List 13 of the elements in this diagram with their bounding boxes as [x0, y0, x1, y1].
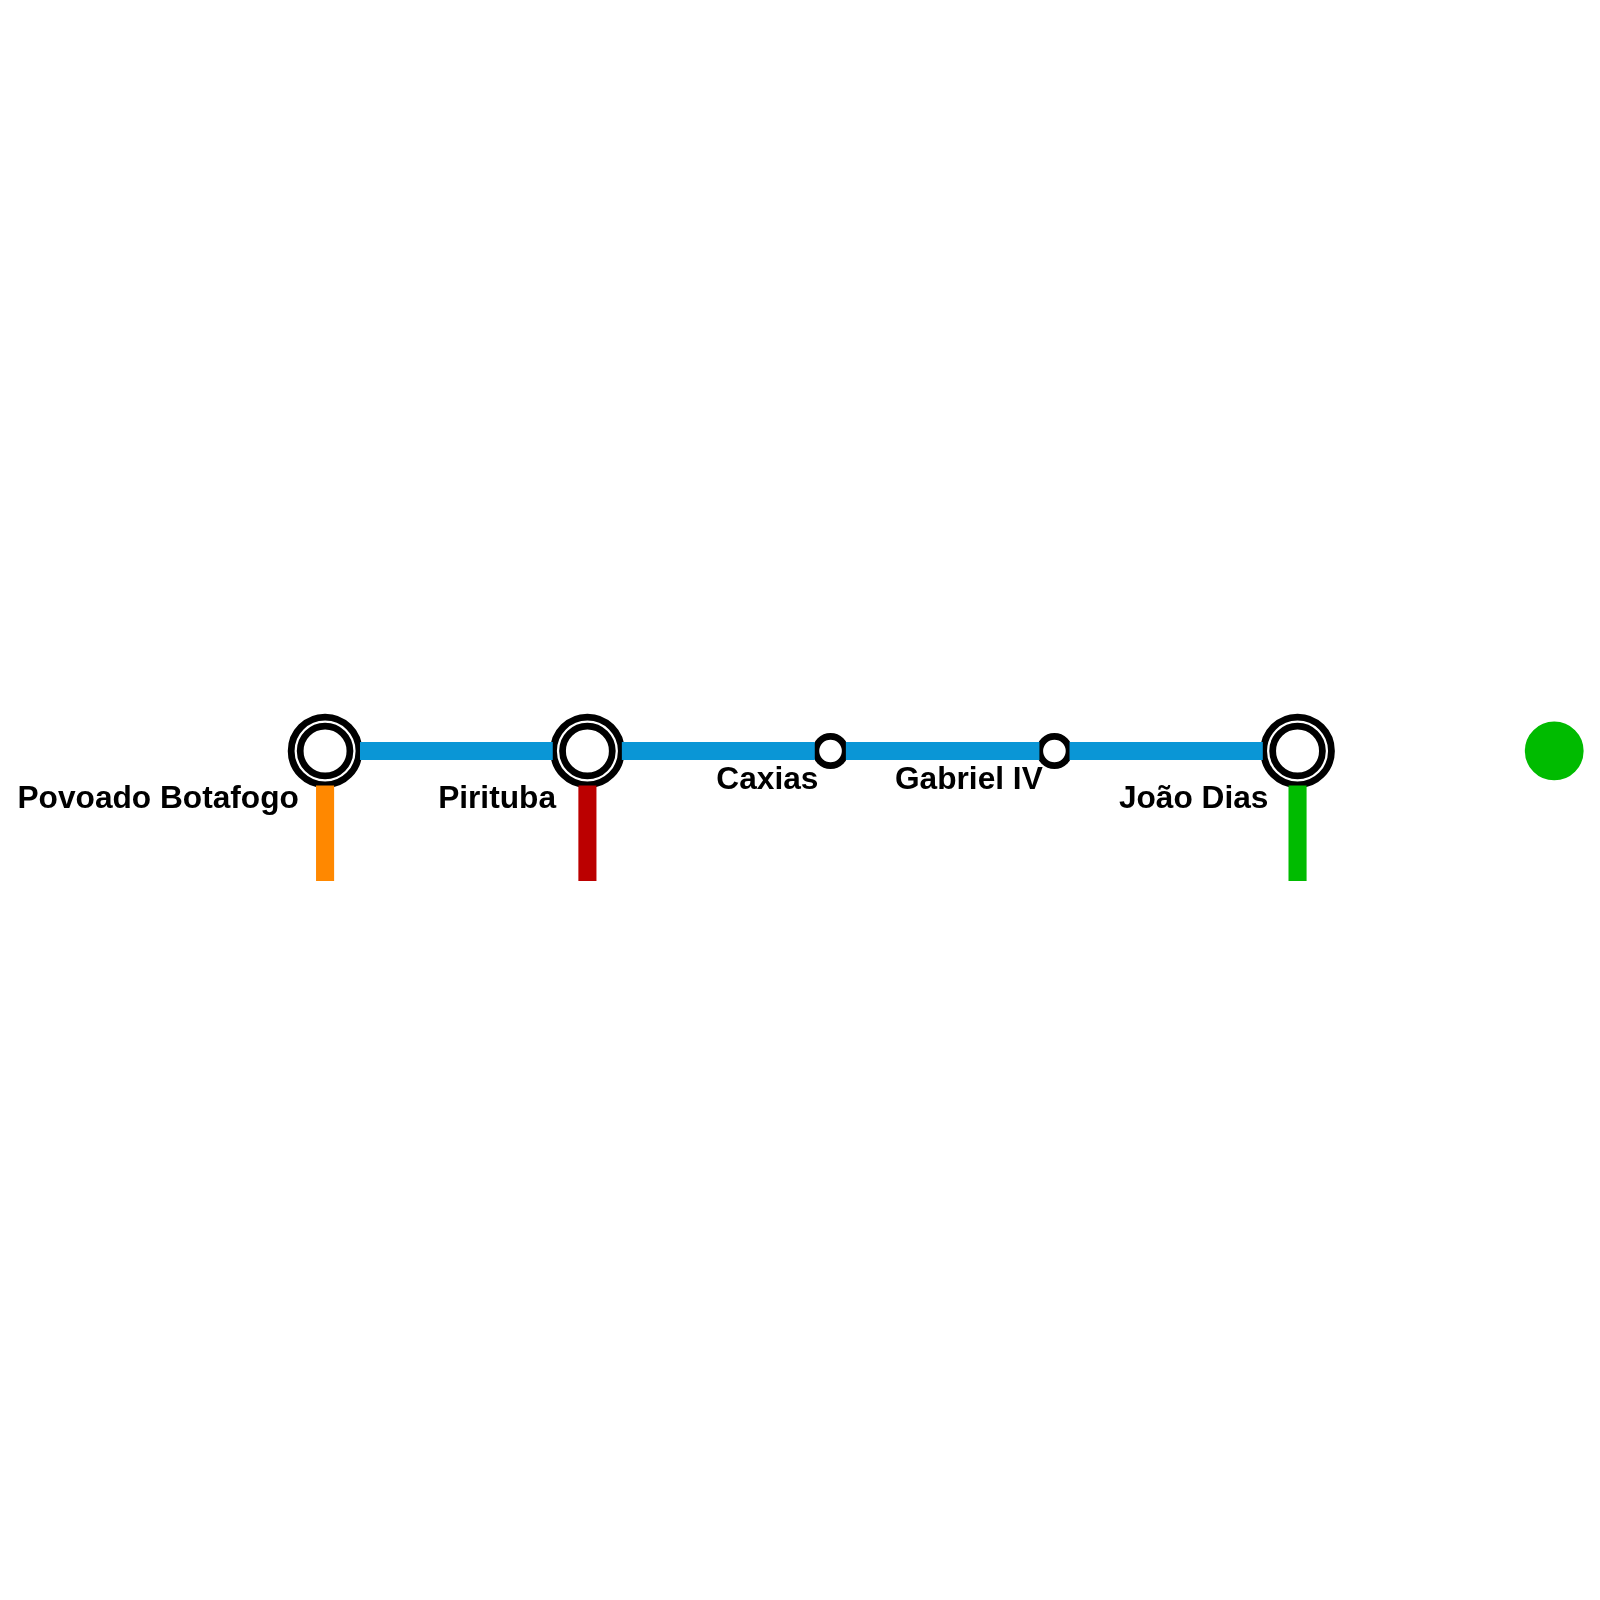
connector [360, 741, 553, 760]
node-label: João Dias [1118, 778, 1269, 815]
node-label: Pirituba [438, 778, 557, 815]
connector [845, 741, 1040, 760]
node-label: Povoado Botafogo [17, 778, 299, 815]
connector [1288, 785, 1307, 882]
node-circle [1524, 721, 1584, 781]
connector [316, 785, 335, 882]
connector [1069, 741, 1263, 760]
node-label: Caxias [716, 759, 819, 796]
node-label: Gabriel IV [894, 759, 1043, 796]
connector [578, 785, 597, 882]
connector [621, 741, 815, 760]
